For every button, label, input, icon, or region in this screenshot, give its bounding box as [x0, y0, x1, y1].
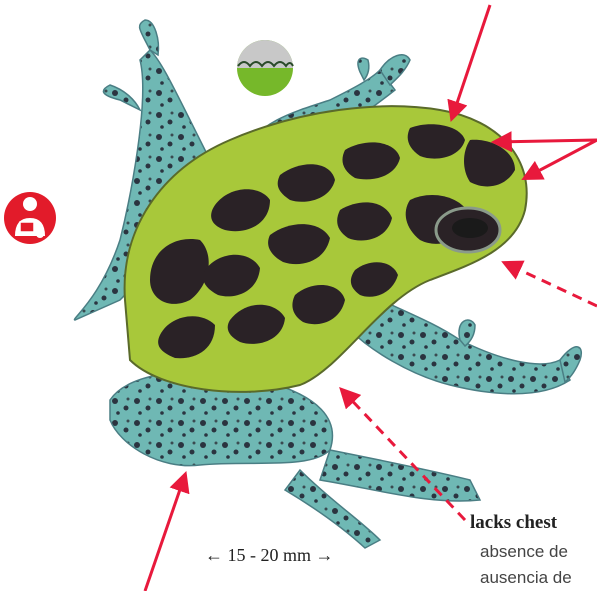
caption-french: absence de — [480, 542, 568, 562]
caption-spanish: ausencia de — [480, 568, 572, 588]
ground-mound-icon — [237, 40, 293, 96]
size-scale-label: ← 15 - 20 mm → — [205, 545, 334, 566]
caption-english: lacks chest — [470, 512, 557, 534]
observer-badge-icon — [4, 192, 56, 244]
